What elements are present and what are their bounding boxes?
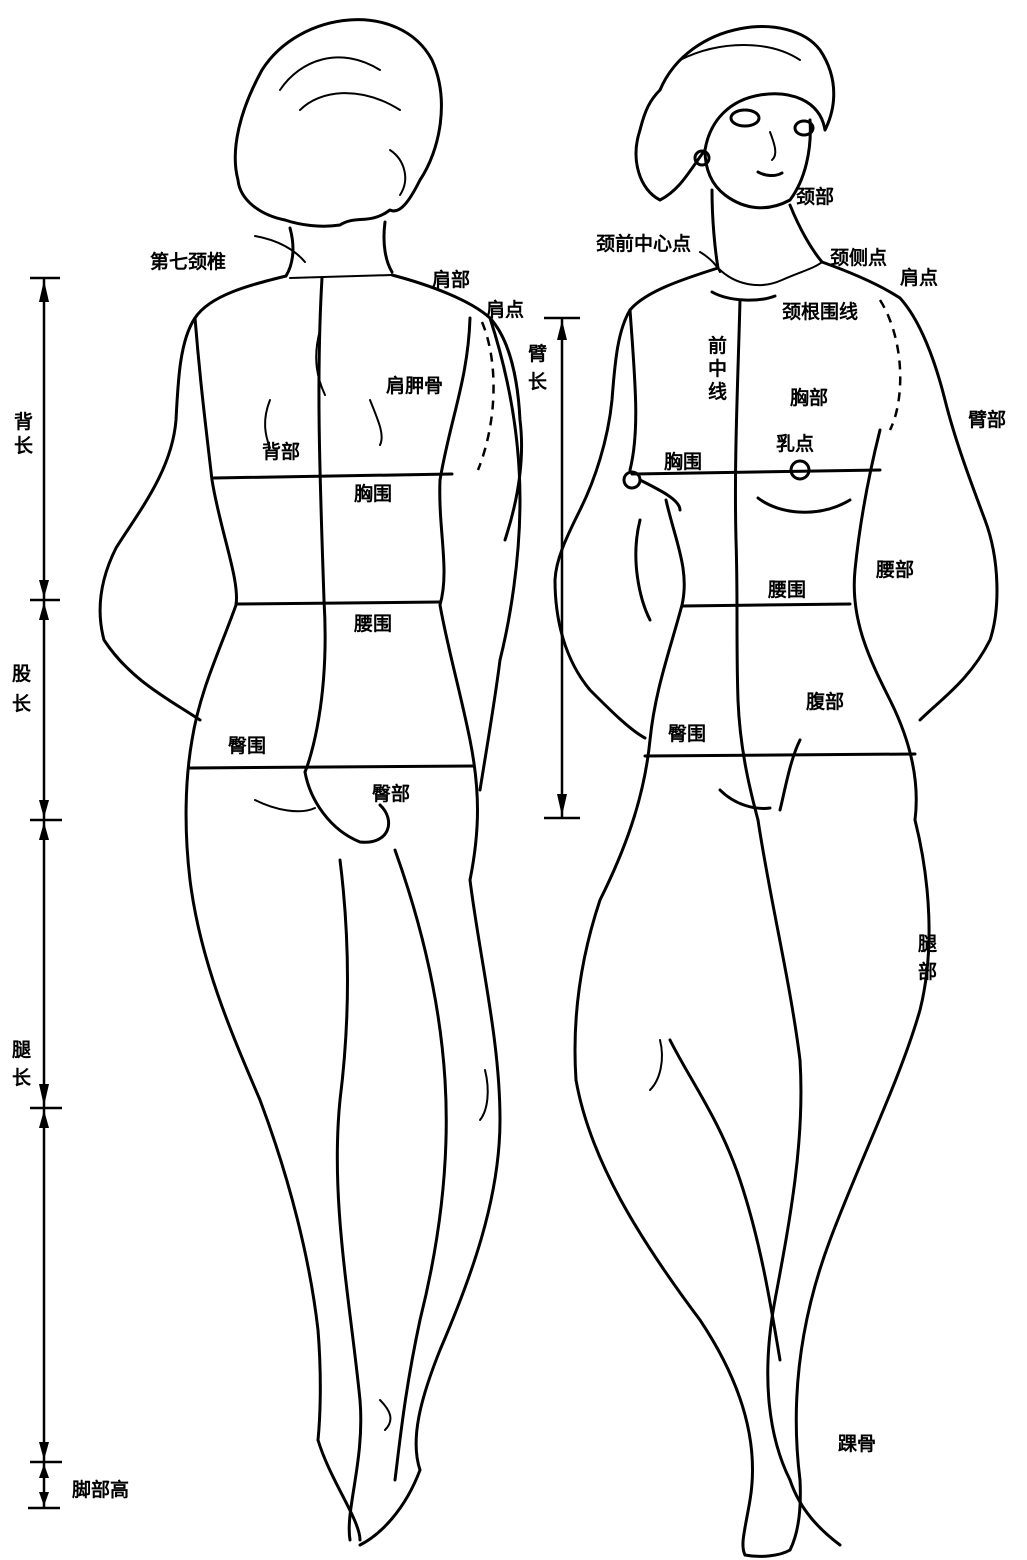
thigh-part-label-2: 部 [918, 960, 937, 983]
bust-point-label: 乳点 [776, 432, 814, 455]
neck-part-label: 颈部 [796, 185, 834, 208]
front-hip-line [645, 754, 915, 756]
front-bust-line-label: 胸围 [664, 450, 702, 473]
center-front-label-1: 前 [708, 334, 727, 357]
waist-part-label: 腰部 [875, 558, 914, 581]
back-length-label-2: 长 [14, 435, 34, 457]
center-front-label-2: 中 [708, 357, 727, 380]
leg-length-label-1: 腿 [11, 1039, 31, 1061]
arm-length-label-1: 臂 [528, 342, 547, 365]
back-hip-line-label: 臀围 [228, 735, 266, 757]
front-hip-line-label: 臀围 [668, 723, 706, 745]
back-waist-line-label: 腰围 [353, 613, 392, 635]
back-bust-line [214, 474, 452, 478]
back-bust-line-label: 胸围 [354, 482, 392, 505]
arm-length-ruler [544, 318, 580, 818]
left-eye-icon [731, 110, 759, 126]
abdomen-label: 腹部 [805, 690, 844, 713]
side-neck-point-label: 颈侧点 [830, 247, 887, 269]
front-neck-point-label: 颈前中心点 [596, 232, 691, 255]
scapula-label: 肩胛骨 [386, 374, 443, 397]
back-hair [235, 20, 441, 227]
back-view-figure [100, 20, 522, 1545]
front-waist-line-label: 腰围 [767, 579, 806, 601]
ankle-label: 踝骨 [838, 1433, 876, 1455]
crotch-length-label-2: 长 [12, 693, 32, 715]
crotch-length-label-1: 股 [12, 663, 31, 685]
back-shoulder-point-label: 肩点 [486, 298, 524, 321]
back-waist-line [236, 602, 440, 604]
center-front-line [735, 300, 758, 820]
front-waist-line [682, 604, 850, 606]
arm-part-label: 臂部 [968, 408, 1006, 431]
arm-length-label-2: 长 [528, 371, 548, 393]
foot-height-label: 脚部高 [72, 1478, 129, 1501]
back-length-label-1: 背 [14, 410, 33, 433]
center-front-label-3: 线 [708, 380, 727, 403]
front-neck-base [712, 292, 775, 300]
front-shoulder-point-label: 肩点 [900, 266, 938, 289]
front-view-figure [555, 27, 997, 1557]
back-part-label: 背部 [262, 440, 300, 463]
back-shoulder-part-label: 肩部 [432, 268, 470, 291]
leg-length-label-2: 长 [12, 1067, 32, 1089]
back-hip-line [190, 766, 474, 768]
back-hip-part-label: 臀部 [372, 782, 410, 805]
neck-base-line-label: 颈根围线 [782, 300, 858, 323]
chest-part-label: 胸部 [790, 386, 828, 409]
thigh-part-label-1: 腿 [917, 933, 937, 955]
vertical-measurement-ruler [28, 278, 62, 1508]
c7-vertebra-label: 第七颈椎 [150, 250, 226, 273]
